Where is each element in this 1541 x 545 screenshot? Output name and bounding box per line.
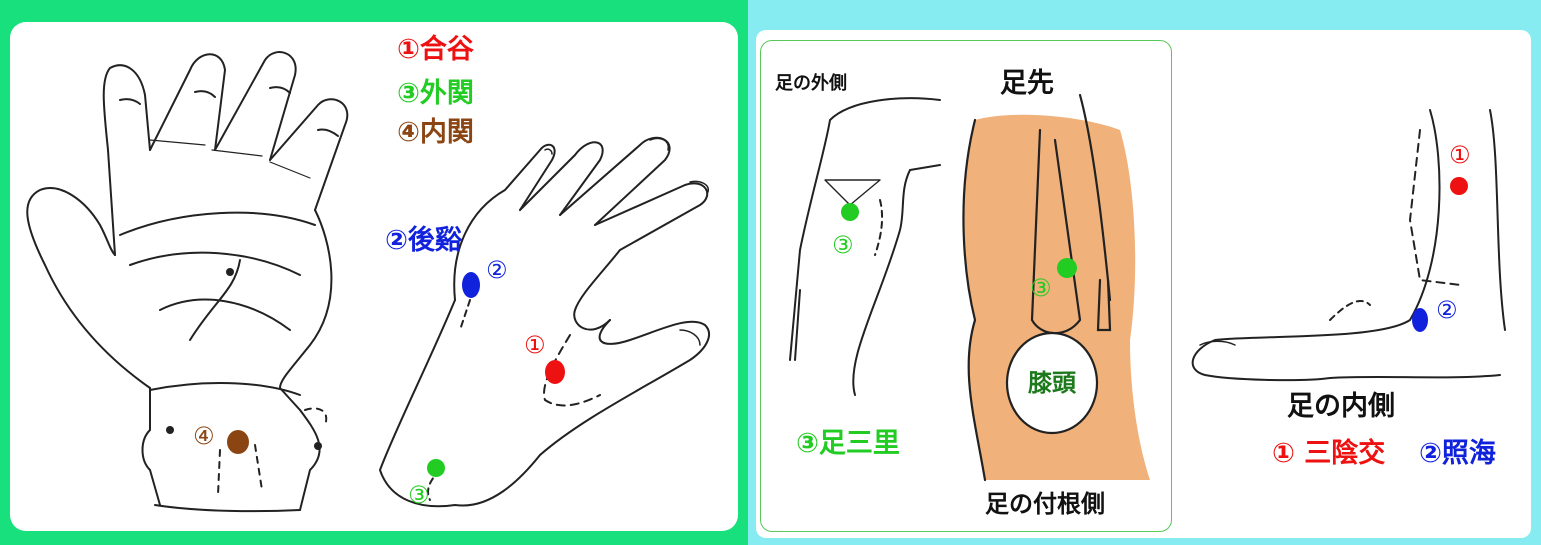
zusanri-knee-marker: ③ <box>1030 276 1052 300</box>
base-label: 足の付根側 <box>985 492 1105 516</box>
back-hand-drawing <box>380 138 709 506</box>
legend-goukoku-num: ① <box>397 34 420 65</box>
goukoku-marker: ① <box>524 333 546 357</box>
kokei-marker: ② <box>486 258 508 282</box>
shoukai-point <box>1412 308 1428 332</box>
shoukai-marker: ② <box>1436 298 1458 322</box>
legend-neikan-num: ④ <box>397 117 420 148</box>
zusanri-outer-point <box>841 203 859 221</box>
legend-goukoku-name: 合谷 <box>420 34 474 65</box>
kokei-label: ②後谿 <box>385 227 462 254</box>
gaikan-marker: ③ <box>408 483 430 507</box>
neikan-point <box>227 430 249 454</box>
saninkou-legend: ① 三陰交 <box>1272 440 1385 467</box>
neikan-marker: ④ <box>193 424 215 448</box>
wrist-point-dot-right <box>314 442 322 450</box>
legend-neikan: ④内関 <box>397 119 474 146</box>
hand-point-dot <box>226 268 234 276</box>
saninkou-point <box>1450 177 1468 195</box>
legend-gaikan-num: ③ <box>397 78 420 109</box>
toe-label: 足先 <box>1000 70 1054 97</box>
legend-gaikan-name: 外関 <box>420 78 474 109</box>
legend-goukoku: ①合谷 <box>397 36 474 63</box>
zusanri-knee-point <box>1057 258 1077 278</box>
shoukai-legend: ②照海 <box>1419 440 1496 467</box>
legend-gaikan: ③外関 <box>397 80 474 107</box>
zusanri-outer-marker: ③ <box>832 233 854 257</box>
wrist-point-dot <box>166 426 174 434</box>
saninkou-marker: ① <box>1449 143 1471 167</box>
gaikan-point <box>427 459 445 477</box>
outer-leg-drawing <box>790 98 940 395</box>
kneecap-label: 膝頭 <box>1028 371 1076 395</box>
legend-neikan-name: 内関 <box>420 117 474 148</box>
zusanri-label: ③足三里 <box>796 430 900 457</box>
kokei-point <box>462 272 480 298</box>
inner-foot-label: 足の内側 <box>1287 393 1395 420</box>
outer-leg-label: 足の外側 <box>775 75 847 93</box>
goukoku-point <box>545 360 565 384</box>
palm-drawing <box>27 52 347 511</box>
